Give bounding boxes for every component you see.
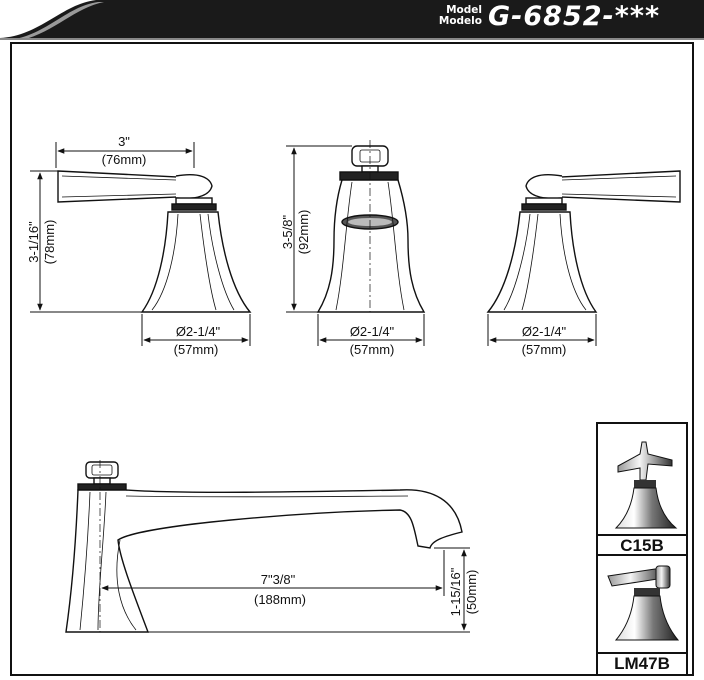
left-base-diameter-inch-label: Ø2-1/4" xyxy=(176,324,221,339)
handle-width-mm-label: (76mm) xyxy=(102,152,147,167)
model-label-en: Model xyxy=(446,4,482,16)
model-label: Model Modelo xyxy=(424,5,482,27)
center-height-mm-label: (92mm) xyxy=(296,210,311,255)
header-background xyxy=(0,0,704,40)
lever-handle-image xyxy=(607,565,680,641)
spout-dimension-lines xyxy=(99,460,470,633)
left-base-diameter-mm-label: (57mm) xyxy=(174,342,219,357)
header-bar: Model Modelo G-6852-*** xyxy=(0,0,704,40)
center-base-diameter-mm-label: (57mm) xyxy=(350,342,395,357)
spout-height-inch-label: 1-15/16" xyxy=(448,567,463,616)
spout-height-mm-label: (50mm) xyxy=(464,570,479,615)
tub-spout xyxy=(65,461,463,633)
right-dimension-lines xyxy=(487,314,597,346)
option-card-lever-handle: LM47B xyxy=(596,554,688,676)
model-label-es: Modelo xyxy=(438,15,482,27)
left-handle-valve xyxy=(57,170,252,313)
center-dimension-lines xyxy=(286,140,425,346)
drawing-frame xyxy=(10,42,694,676)
model-number: G-6852-*** xyxy=(488,1,661,32)
left-dimension-lines xyxy=(30,142,251,346)
center-base-diameter-inch-label: Ø2-1/4" xyxy=(350,324,395,339)
handle-width-inch-label: 3" xyxy=(118,134,130,149)
option-code-c15b: C15B xyxy=(598,534,686,556)
center-height-inch-label: 3-5/8" xyxy=(280,214,295,249)
option-card-cross-handle: C15B xyxy=(596,422,688,556)
spout-reach-inch-label: 7"3/8" xyxy=(261,572,296,587)
handle-height-mm-label: (78mm) xyxy=(42,220,57,265)
cross-handle-image xyxy=(614,441,678,529)
handle-height-inch-label: 3-1/16" xyxy=(26,221,41,263)
right-base-diameter-inch-label: Ø2-1/4" xyxy=(522,324,567,339)
center-handle-valve xyxy=(316,145,426,313)
right-handle-valve xyxy=(486,170,681,313)
option-code-lm47b: LM47B xyxy=(598,652,686,674)
right-base-diameter-mm-label: (57mm) xyxy=(522,342,567,357)
spout-reach-mm-label: (188mm) xyxy=(254,592,306,607)
